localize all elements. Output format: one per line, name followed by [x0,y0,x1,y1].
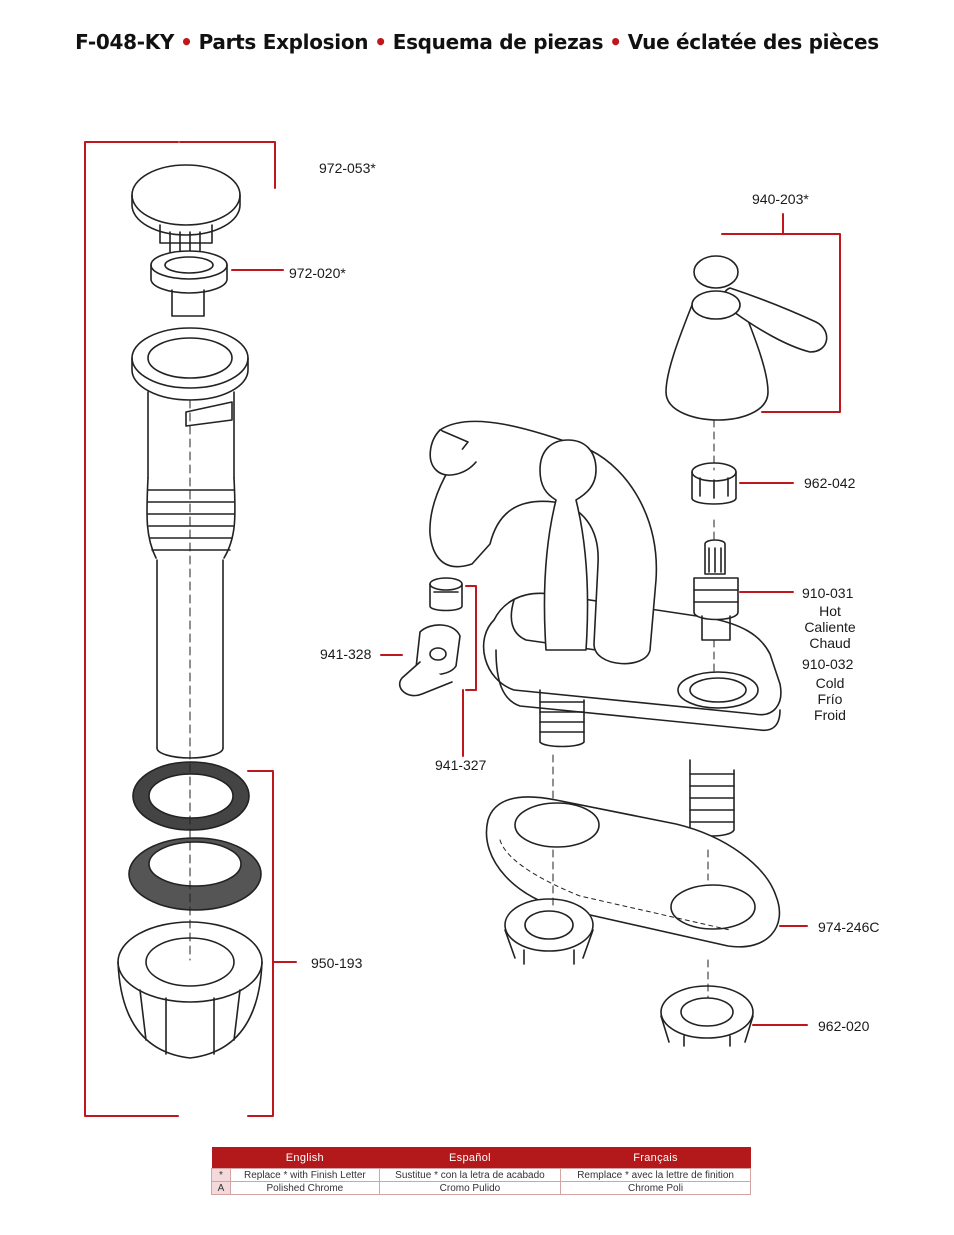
leader-940-203 [721,213,841,413]
valve-cartridge [693,539,739,641]
title-separator: • [374,30,387,54]
nut-bracket [247,770,274,1117]
stopper-nut [150,250,228,317]
label-910-032: 910-032 [802,656,854,672]
drain-body [131,327,249,759]
legend-key: A [211,1181,231,1195]
gasket-cone [128,837,262,911]
label-941-328: 941-328 [320,646,372,662]
deck-plate [485,796,781,948]
title-english: Parts Explosion [198,30,369,54]
label-cold: Cold Frío Froid [796,675,864,723]
finish-legend-table: English Español Français * Replace * wit… [211,1147,751,1195]
legend-cell: Sustitue * con la letra de acabado [378,1168,562,1182]
label-941-327: 941-327 [435,757,487,773]
label-972-020: 972-020* [289,265,346,281]
table-row: A Polished Chrome Cromo Pulido Chrome Po… [211,1181,751,1195]
legend-key: * [211,1168,231,1182]
title-french: Vue éclatée des pièces [627,30,879,54]
legend-header-french: Français [560,1147,751,1169]
legend-cell: Chrome Poli [560,1181,751,1195]
legend-header-key [211,1147,231,1169]
label-940-203: 940-203* [752,191,809,207]
label-hot-en: Hot [819,603,841,619]
label-950-193: 950-193 [311,955,363,971]
legend-cell: Cromo Pulido [378,1181,562,1195]
label-hot-es: Caliente [804,619,856,635]
label-974-246c: 974-246C [818,919,880,935]
leader-941-327 [462,585,477,757]
label-962-042: 962-042 [804,475,856,491]
drain-bracket [84,141,179,1117]
gasket-top [132,761,250,831]
cartridge-adapter [691,462,737,505]
page-title: F-048-KY•Parts Explosion•Esquema de piez… [0,30,954,54]
faucet-body [429,420,782,732]
stopper-cap [131,164,241,253]
legend-cell: Replace * with Finish Letter [230,1168,380,1182]
label-cold-en: Cold [815,675,845,691]
lever-handle [665,255,828,421]
title-spanish: Esquema de piezas [392,30,604,54]
drain-bracket-right [179,141,276,189]
legend-cell: Remplace * avec la lettre de finition [560,1168,751,1182]
mounting-nut-left [504,898,594,965]
model-number: F-048-KY [75,30,175,54]
aerator-key [398,624,461,697]
title-separator: • [609,30,622,54]
mounting-nut-right [660,985,754,1047]
label-910-031: 910-031 [802,585,854,601]
drain-nut [117,921,263,1059]
legend-header-english: English [230,1147,380,1169]
label-hot-fr: Chaud [809,635,851,651]
label-972-053: 972-053* [319,160,376,176]
legend-header-row: English Español Français [211,1147,751,1169]
faucet-shank-left [539,689,585,748]
legend-cell: Polished Chrome [230,1181,380,1195]
title-separator: • [180,30,193,54]
table-row: * Replace * with Finish Letter Sustitue … [211,1168,751,1182]
faucet-shank-right [689,759,735,837]
label-cold-fr: Froid [814,707,846,723]
aerator [429,577,463,612]
legend-header-spanish: Español [379,1147,561,1169]
label-962-020: 962-020 [818,1018,870,1034]
label-hot: Hot Caliente Chaud [796,603,864,651]
label-cold-es: Frío [817,691,843,707]
